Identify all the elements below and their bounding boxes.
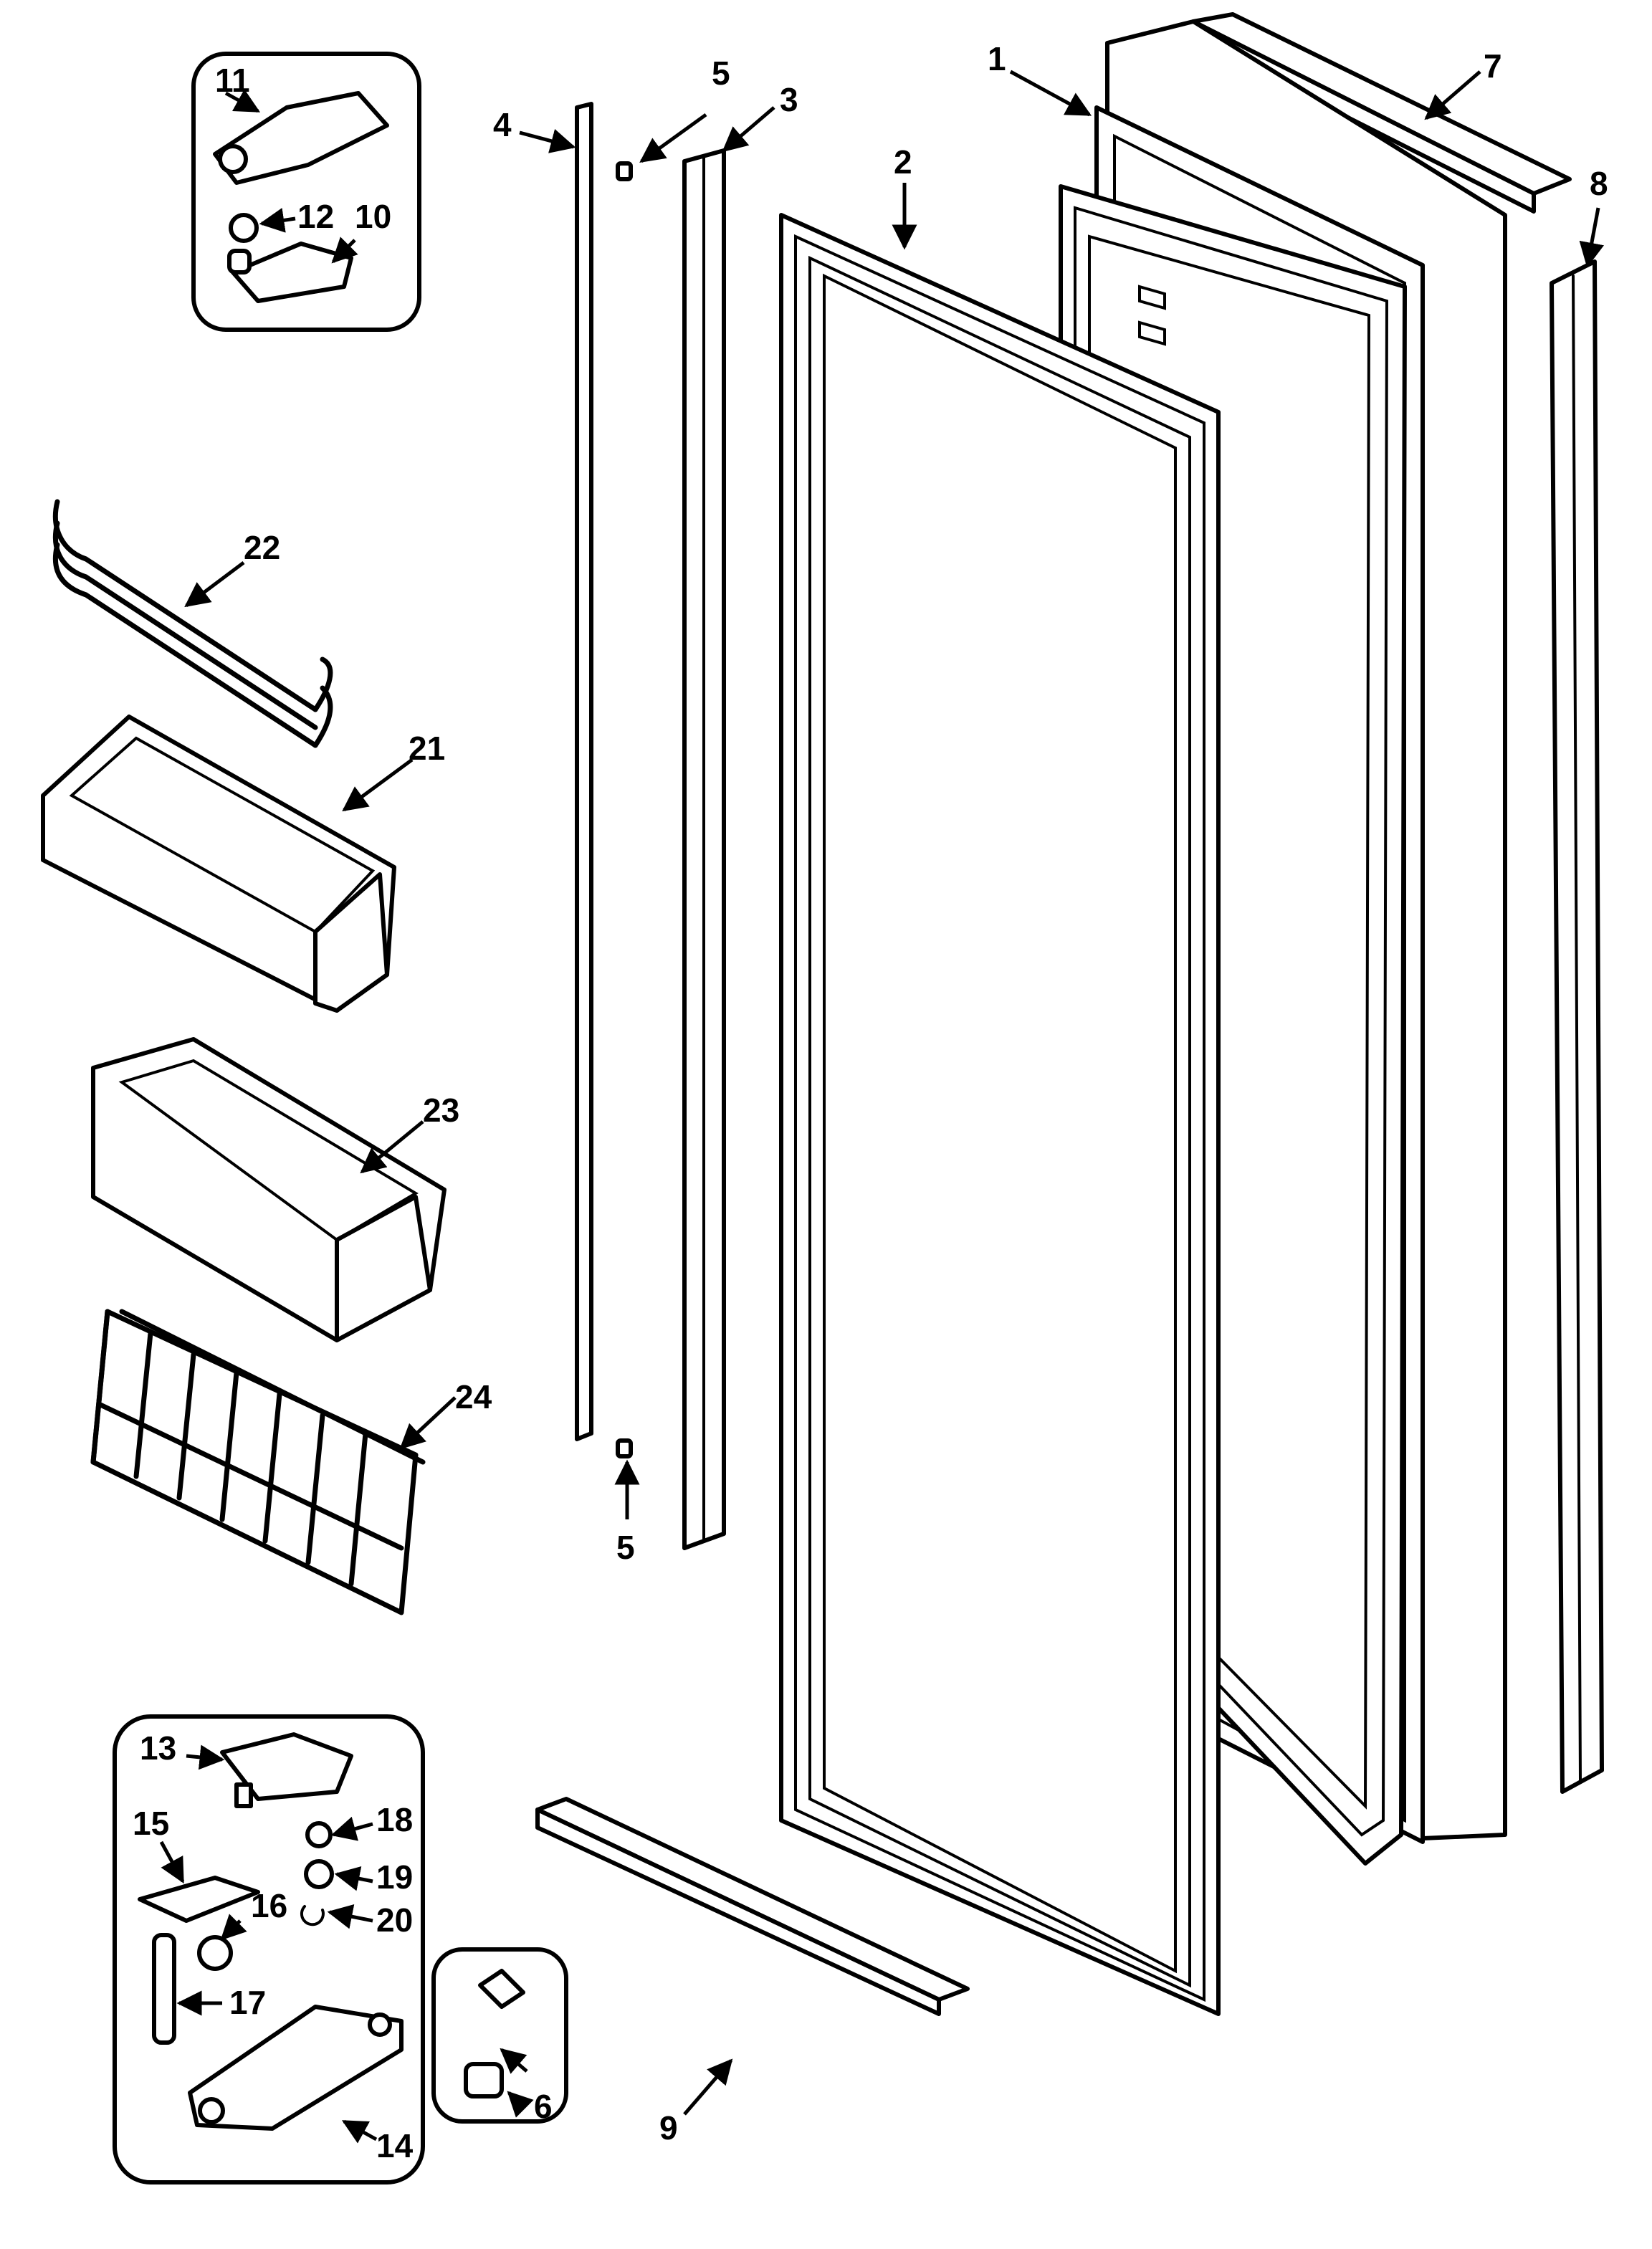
callout-labels: 1 2 3 4 5 5 6 7 8 9 10 11 12 13 14 15 16… xyxy=(133,40,1608,2164)
callout-5-top: 5 xyxy=(712,54,730,92)
callout-22: 22 xyxy=(244,529,280,566)
callout-7: 7 xyxy=(1484,47,1502,85)
part-8-side-trim xyxy=(1550,259,1604,1794)
part-4-trim-strip xyxy=(575,102,593,1441)
callout-12: 12 xyxy=(297,198,334,235)
part-23-door-bin xyxy=(91,1037,447,1342)
callout-15: 15 xyxy=(133,1805,169,1842)
part-3-hinge-trim xyxy=(682,148,726,1550)
part-5-screw-top xyxy=(616,161,633,181)
callout-16: 16 xyxy=(251,1887,287,1924)
hinge-bottom-kit-box xyxy=(113,1714,425,2184)
callout-9: 9 xyxy=(659,2109,678,2147)
callout-20: 20 xyxy=(376,1901,413,1939)
callout-4: 4 xyxy=(493,106,512,143)
part-24-wire-basket xyxy=(90,1309,426,1615)
callout-19: 19 xyxy=(376,1858,413,1896)
callout-14: 14 xyxy=(376,2127,414,2164)
callout-13: 13 xyxy=(140,1729,176,1767)
callout-3: 3 xyxy=(780,81,798,118)
leader-lines xyxy=(159,70,1605,2144)
callout-5-bottom: 5 xyxy=(616,1529,635,1566)
callout-23: 23 xyxy=(423,1092,459,1129)
hinge-top-kit-box xyxy=(191,52,421,332)
callout-10: 10 xyxy=(355,198,391,235)
callout-11: 11 xyxy=(215,62,250,99)
callout-18: 18 xyxy=(376,1801,413,1838)
part-6-kit-box xyxy=(431,1947,568,2124)
part-21-door-bin xyxy=(41,715,396,1013)
callout-1: 1 xyxy=(988,40,1006,77)
part-2-door-gasket xyxy=(779,213,1221,2016)
callout-8: 8 xyxy=(1590,165,1608,202)
callout-17: 17 xyxy=(229,1984,266,2021)
part-9-bottom-trim xyxy=(535,1797,970,2016)
callout-21: 21 xyxy=(409,730,445,767)
part-5-screw-bottom xyxy=(616,1438,633,1458)
callout-6: 6 xyxy=(534,2088,553,2125)
callout-2: 2 xyxy=(894,143,912,181)
callout-24: 24 xyxy=(455,1378,492,1415)
part-22-wire-bar xyxy=(52,499,333,748)
